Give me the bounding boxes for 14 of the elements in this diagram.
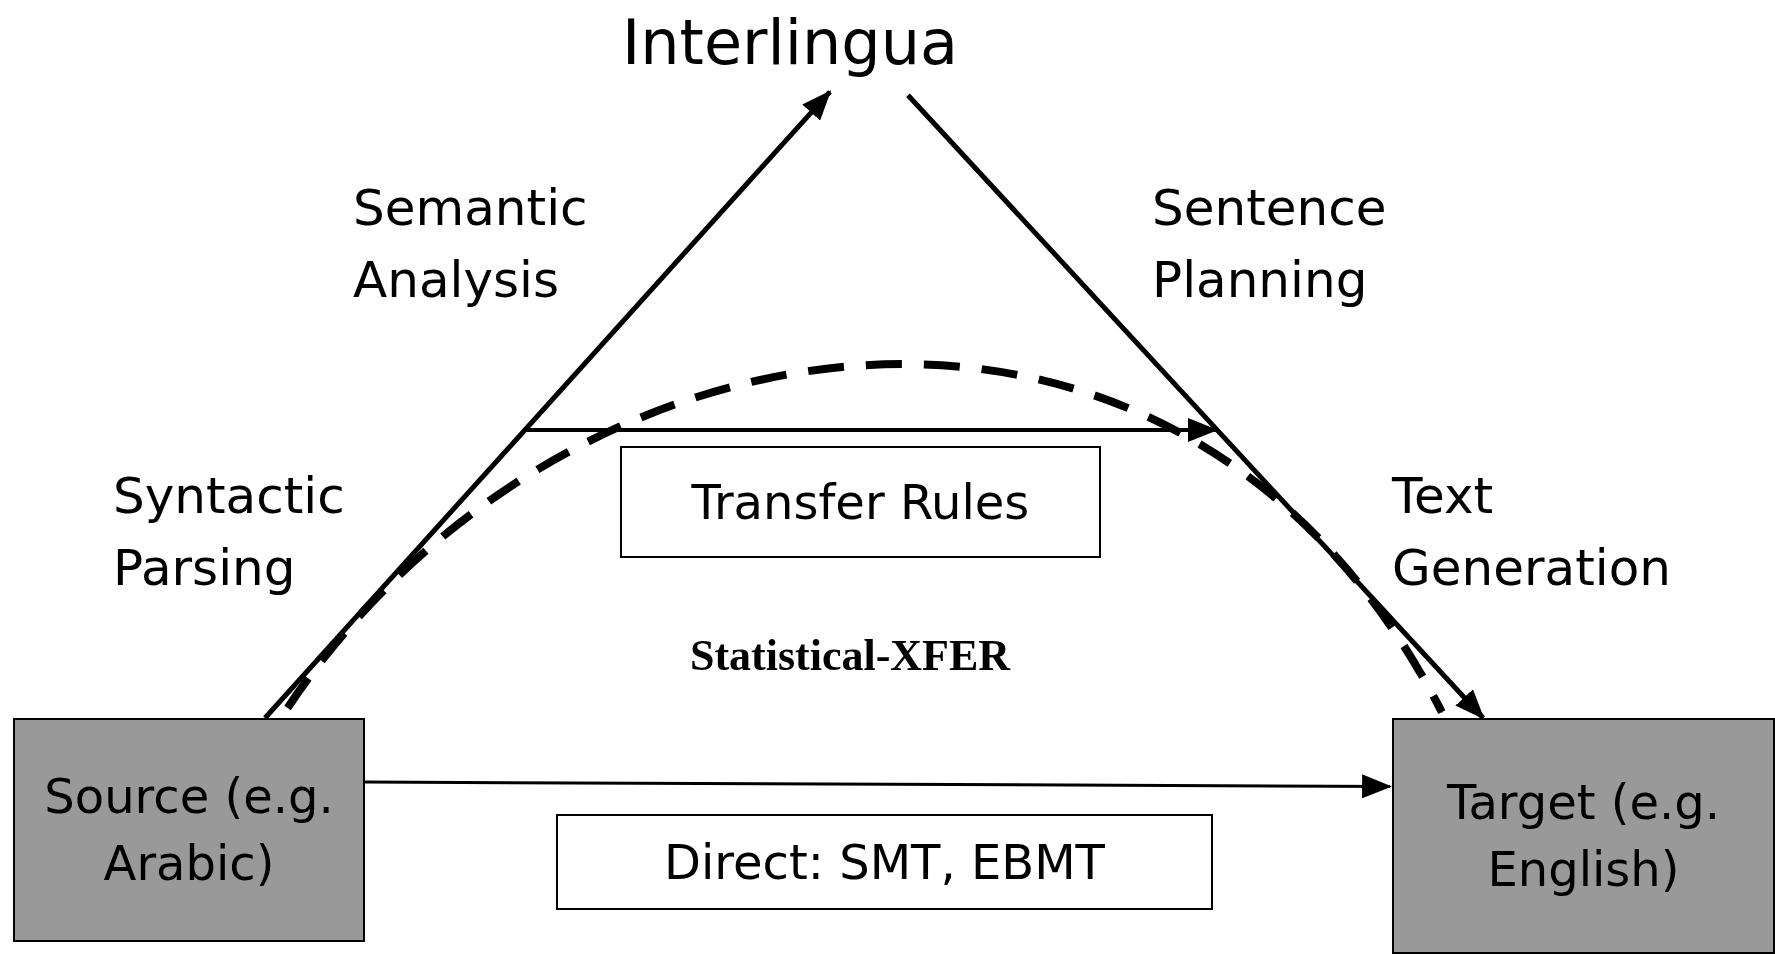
arrow	[906, 93, 1485, 720]
process-box: Direct: SMT, EBMT	[556, 814, 1213, 910]
dashed-arrow	[284, 361, 1446, 715]
language-box: Source (e.g. Arabic)	[13, 718, 365, 942]
language-box: Target (e.g. English)	[1392, 718, 1775, 954]
step-label: Semantic Analysis	[353, 178, 589, 311]
process-box: Transfer Rules	[620, 446, 1101, 558]
node-label: Interlingua	[580, 0, 1000, 85]
arrow	[263, 90, 832, 720]
step-label: Text Generation	[1392, 466, 1672, 599]
step-label: Sentence Planning	[1152, 178, 1388, 311]
method-label: Statistical-XFER	[688, 630, 1012, 682]
arrow	[365, 774, 1393, 799]
step-label: Syntactic Parsing	[113, 466, 346, 599]
